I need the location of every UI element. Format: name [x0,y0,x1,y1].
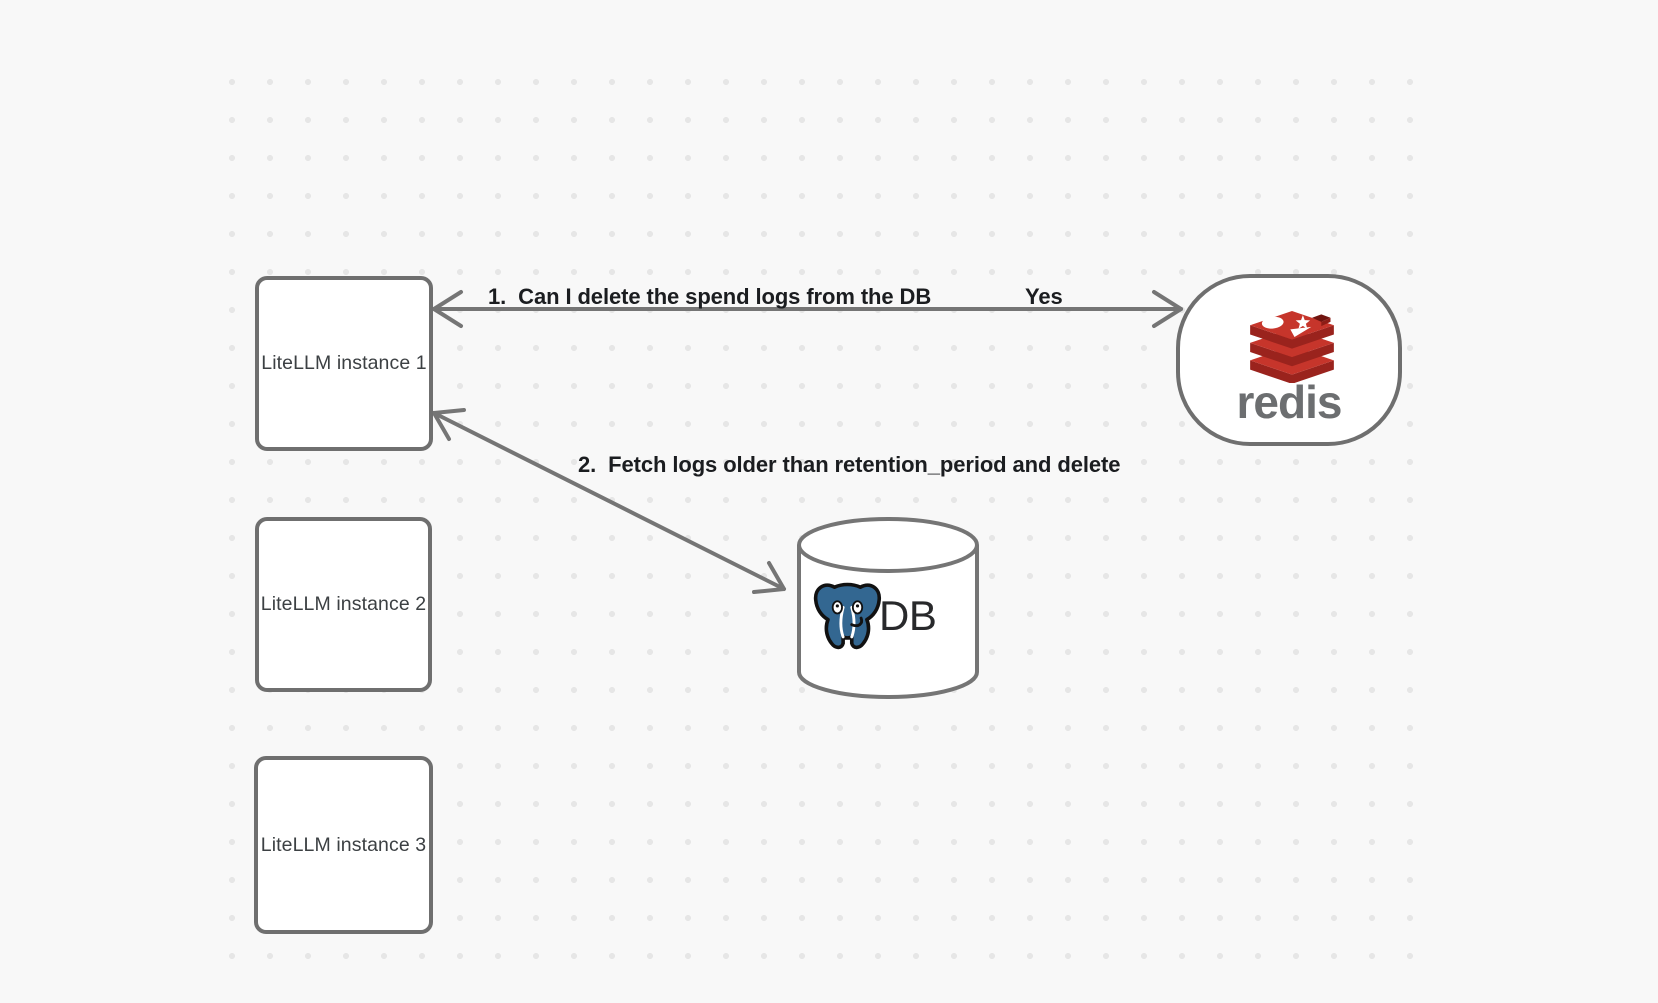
node-litellm-instance-1[interactable]: LiteLLM instance 1 [255,276,433,451]
node-redis[interactable]: redis [1176,274,1402,446]
redis-stack-icon [1250,311,1334,383]
edge-litellm-to-db-arrow[interactable] [432,408,786,594]
node-label: LiteLLM instance 1 [261,352,427,374]
db-label: DB [879,592,937,639]
arrowhead-downright-icon [752,561,786,594]
node-litellm-instance-2[interactable]: LiteLLM instance 2 [255,517,432,692]
edge-2-label: 2. Fetch logs older than retention_perio… [578,452,1121,477]
arrowhead-upleft-icon [432,408,466,441]
node-db[interactable]: DB [797,515,979,701]
node-label: LiteLLM instance 3 [260,833,427,856]
arrowhead-left-icon [432,290,463,328]
edge-redis-to-litellm-arrow[interactable] [432,290,1183,328]
node-litellm-instance-3[interactable]: LiteLLM instance 3 [254,756,433,934]
postgresql-elephant-icon [813,582,881,650]
edge-1-label: 1. Can I delete the spend logs from the … [488,284,932,309]
redis-wordmark: redis [1236,376,1343,428]
node-label: LiteLLM instance 2 [260,593,427,615]
edge-1-answer-label: Yes [1025,284,1063,309]
arrowhead-right-icon [1152,290,1183,328]
